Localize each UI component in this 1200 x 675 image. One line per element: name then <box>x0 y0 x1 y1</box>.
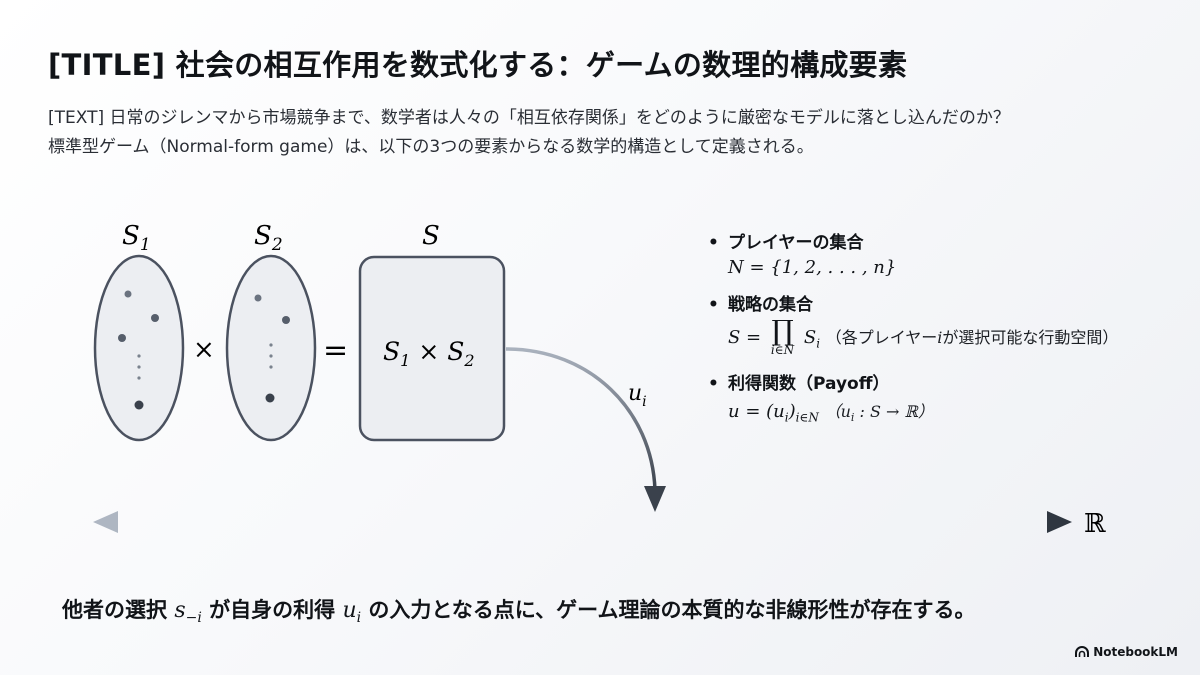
set2-ellipsis-dot <box>269 365 273 369</box>
definition-players: • プレイヤーの集合 N = {1, 2, . . . , n} <box>708 228 1188 278</box>
lead-line-1: [TEXT] 日常のジレンマから市場競争まで、数学者は人々の「相互依存関係」をど… <box>48 108 1010 128</box>
set1-point <box>151 314 159 322</box>
lead-line-2: 標準型ゲーム（Normal-form game）は、以下の3つの要素からなる数学… <box>48 137 814 157</box>
set2-label: S2 <box>254 221 283 255</box>
payoff-arrow <box>505 347 657 491</box>
set1-point <box>118 334 126 342</box>
product-operator: ∏i∈N <box>770 314 795 358</box>
slide-title: [TITLE] 社会の相互作用を数式化する：ゲームの数理的構成要素 <box>48 48 908 82</box>
bullet-icon: • <box>708 295 719 315</box>
payoff-formula: u = (ui)i∈N （ui : S → ℝ） <box>728 401 934 425</box>
product-set-label: S <box>422 221 440 251</box>
times-symbol: × <box>193 335 215 365</box>
payoff-arrow-label: ui <box>628 381 647 410</box>
product-set-box <box>358 255 506 442</box>
bullet-icon: • <box>708 233 719 253</box>
strategies-note: （各プレイヤーiが選択可能な行動空間） <box>825 328 1119 347</box>
set1-ellipsis-dot <box>137 365 141 369</box>
set2-point <box>265 393 275 403</box>
set2-ellipse <box>225 254 317 442</box>
product-set-expression: S1×S2 <box>383 337 475 370</box>
set1-label: S1 <box>122 221 151 255</box>
definition-payoff: • 利得関数（Payoff） u = (ui)i∈N （ui : S → ℝ） <box>708 369 1188 425</box>
strategies-heading: 戦略の集合 <box>728 295 813 315</box>
set2-ellipsis-dot <box>269 354 273 358</box>
set2-ellipsis-dot <box>269 343 273 347</box>
payoff-note: （ui : S → ℝ） <box>824 402 934 425</box>
set1-ellipsis-dot <box>137 376 141 380</box>
lead-text: [TEXT] 日常のジレンマから市場競争まで、数学者は人々の「相互依存関係」をど… <box>48 104 1168 162</box>
equals-symbol: = <box>323 333 348 368</box>
bullet-icon: • <box>708 374 719 394</box>
definition-strategies: • 戦略の集合 S = ∏i∈N Si （各プレイヤーiが選択可能な行動空間） <box>708 290 1188 357</box>
strategies-formula: S = ∏i∈N Si （各プレイヤーiが選択可能な行動空間） <box>728 314 1119 358</box>
players-heading: プレイヤーの集合 <box>728 233 864 253</box>
notebooklm-logo-icon <box>1075 646 1090 661</box>
real-axis-label: ℝ <box>1084 509 1106 539</box>
definitions-list: • プレイヤーの集合 N = {1, 2, . . . , n} • 戦略の集合 S… <box>708 228 1188 437</box>
set1-point <box>134 400 144 410</box>
payoff-arrow-head <box>644 486 666 512</box>
set2-point <box>282 316 290 324</box>
real-axis-left-arrowhead <box>93 511 118 533</box>
players-formula: N = {1, 2, . . . , n} <box>728 257 897 278</box>
set1-ellipse <box>93 254 185 442</box>
notebooklm-brand: NotebookLM <box>1075 645 1178 661</box>
set1-ellipsis-dot <box>137 354 141 358</box>
real-axis-right-arrowhead <box>1047 511 1072 533</box>
conclusion-text: 他者の選択 s−i が自身の利得 ui の入力となる点に、ゲーム理論の本質的な非… <box>62 598 976 627</box>
set1-point <box>124 290 132 298</box>
set2-point <box>254 294 262 302</box>
payoff-heading: 利得関数（Payoff） <box>728 374 890 394</box>
